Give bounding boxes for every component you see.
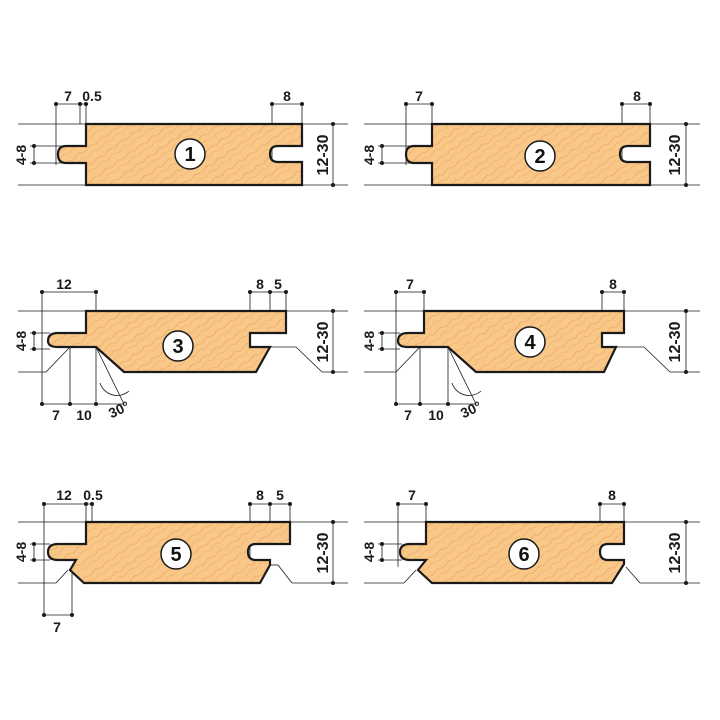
- profile-5-bottom-label-1: 7: [53, 619, 61, 635]
- profile-6-tongue-label: 8: [608, 487, 616, 503]
- profile-3-thickness-label: 12-30: [315, 321, 332, 362]
- profile-4-angle-label: 30°: [458, 398, 484, 421]
- profile-4-tongue-label: 8: [609, 276, 617, 292]
- profile-5: [18, 502, 348, 617]
- profile-3-number: 3: [172, 336, 183, 358]
- profile-2-groove-label: 7: [415, 88, 423, 104]
- profile-4-bottom-label-2: 10: [428, 407, 444, 423]
- profile-5-groove-label: 12: [56, 487, 72, 503]
- profile-1-thickness-label: 12-30: [315, 134, 332, 175]
- profile-3-bottom-label-1: 7: [52, 407, 60, 423]
- profile-2-height-label: 4-8: [361, 145, 377, 165]
- profile-1-tongue-label: 8: [283, 88, 291, 104]
- profile-3-tongue-label: 8: [256, 276, 264, 292]
- profile-3-angle-label: 30°: [106, 398, 132, 421]
- profile-5-badge: [160, 538, 192, 570]
- profile-1-number: 1: [184, 144, 195, 166]
- profile-5-tongue-label: 8: [256, 487, 264, 503]
- profile-1-gap-label: 0.5: [82, 88, 102, 104]
- profile-4: [364, 290, 700, 406]
- profile-4-badge: [514, 326, 546, 358]
- profile-4-thickness-label: 12-30: [667, 321, 684, 362]
- profile-2-badge: [524, 140, 556, 172]
- profile-6-height-label: 4-8: [361, 542, 377, 562]
- profile-3: [18, 290, 348, 406]
- profile-2: [364, 102, 700, 187]
- profile-4-number: 4: [524, 332, 536, 354]
- profile-5-thickness-label: 12-30: [315, 532, 332, 573]
- profile-6: [364, 502, 700, 585]
- profile-5-number: 5: [170, 544, 181, 566]
- profile-1-badge: [174, 138, 206, 170]
- profile-3-badge: [162, 330, 194, 362]
- profile-5-gap-label: 0.5: [83, 487, 103, 503]
- profile-4-groove-label: 7: [406, 276, 414, 292]
- profile-1: [18, 102, 348, 187]
- profile-6-badge: [508, 538, 540, 570]
- profile-2-number: 2: [534, 146, 545, 168]
- profile-3-groove-label: 12: [56, 276, 72, 292]
- profile-6-thickness-label: 12-30: [667, 532, 684, 573]
- profile-1-height-label: 4-8: [13, 145, 29, 165]
- profile-3-extra-label: 5: [274, 276, 282, 292]
- profile-1-groove-label: 7: [64, 88, 72, 104]
- profile-6-groove-label: 7: [408, 487, 416, 503]
- profile-5-extra-label: 5: [276, 487, 284, 503]
- profile-3-height-label: 4-8: [13, 331, 29, 351]
- profile-6-number: 6: [518, 544, 529, 566]
- profile-4-bottom-label-1: 7: [404, 407, 412, 423]
- profile-5-height-label: 4-8: [13, 542, 29, 562]
- profile-2-tongue-label: 8: [633, 88, 641, 104]
- profile-3-bottom-label-2: 10: [76, 407, 92, 423]
- profile-4-height-label: 4-8: [361, 331, 377, 351]
- profile-2-thickness-label: 12-30: [667, 134, 684, 175]
